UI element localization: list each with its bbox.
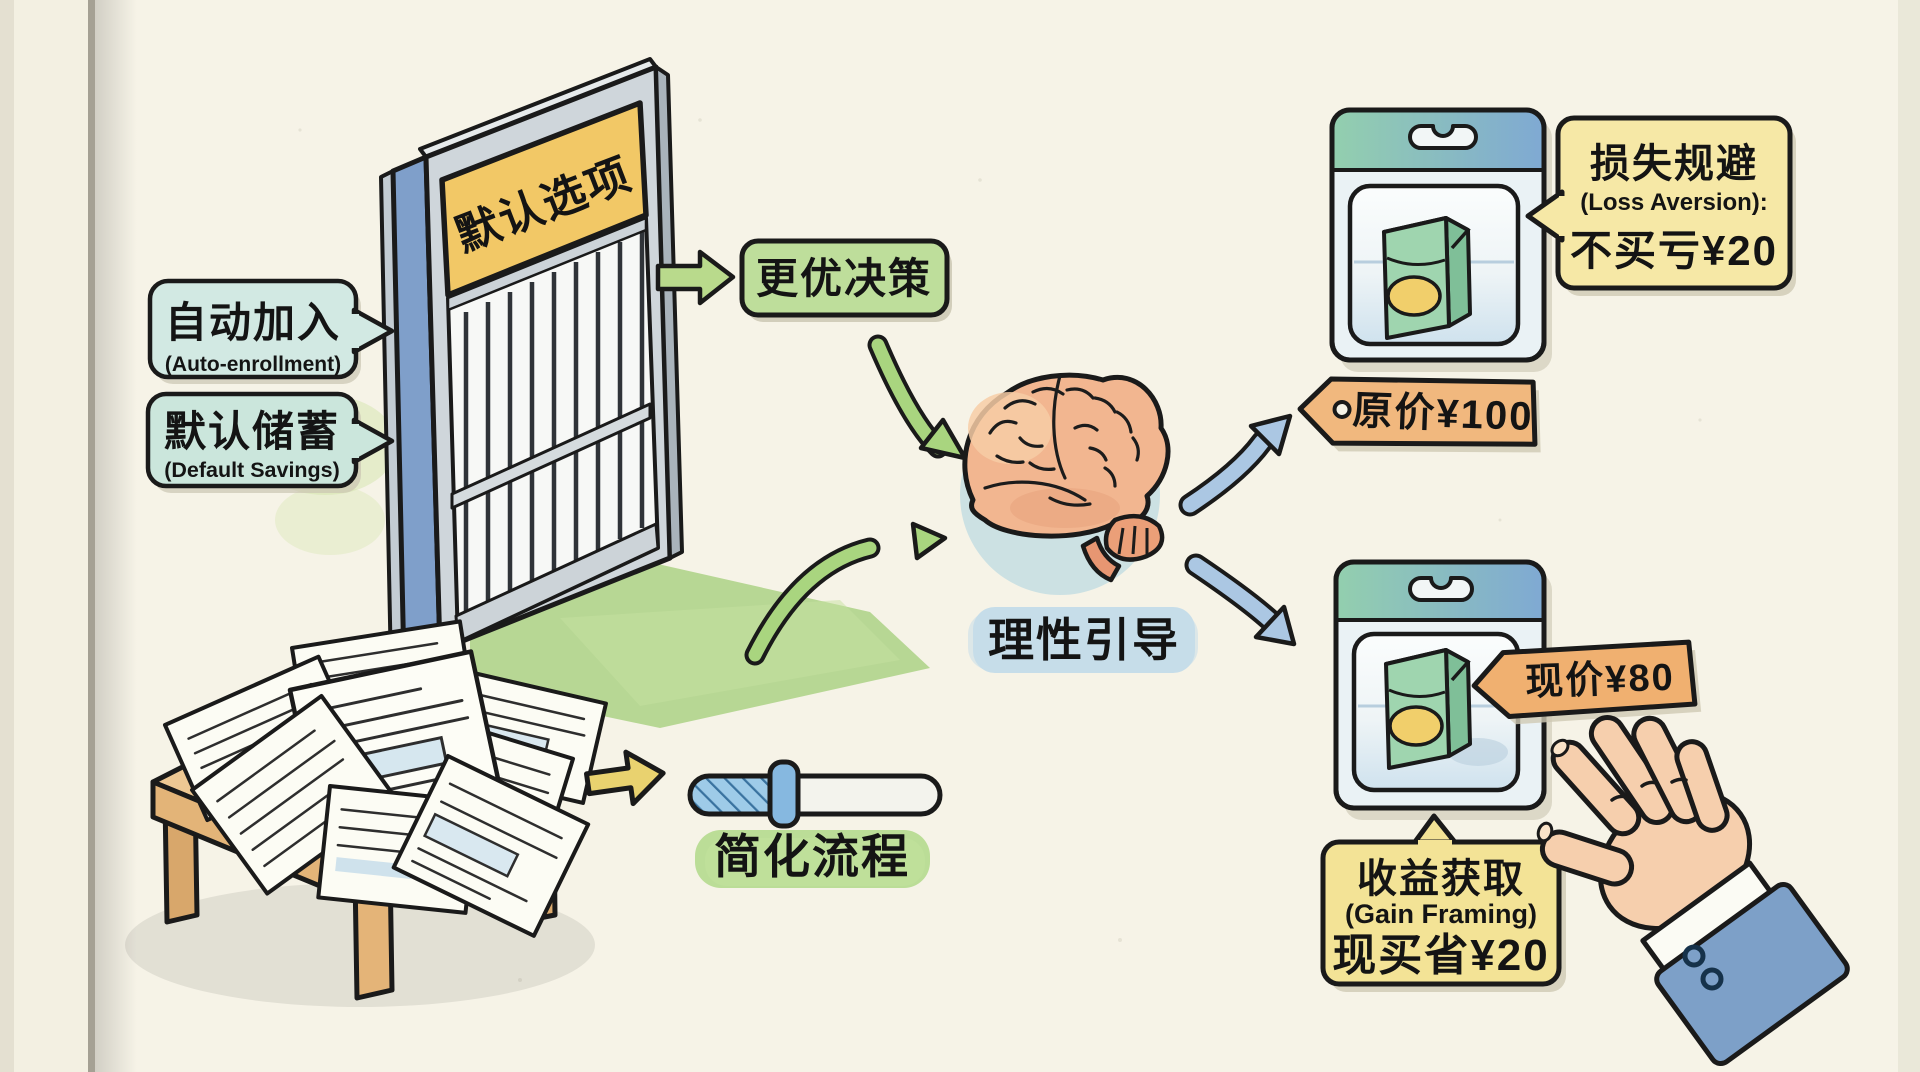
product-box-icon [1382,216,1472,340]
simplify-process-label: 简化流程 [714,830,910,883]
gain-framing-zh: 收益获取 [1357,857,1525,901]
arrow-brain-to-current [1184,553,1297,647]
gate-bars [463,232,645,620]
fingernail [1536,821,1554,843]
arrow-decision-to-brain [867,334,968,461]
cuff-button [1682,944,1706,968]
product-box-icon [1384,648,1472,770]
hand-illustration [1536,715,1850,1067]
package-original [1329,107,1552,372]
cuff-button [1700,967,1724,991]
thumb [1539,829,1635,887]
scattered-papers [163,619,608,938]
arrow-process-to-brain [744,521,948,666]
rational-guidance-label: 理性引导 [988,614,1180,666]
gain-framing-value: 现买省¥20 [1332,931,1549,980]
better-decision-box: 更优决策 [739,238,952,322]
hang-slot [1408,576,1474,602]
original-price-tag: 原价¥100 [1297,376,1541,453]
loss-aversion-note: 损失规避 (Loss Aversion): 不买亏¥20 [1525,115,1796,296]
auto-enroll-label-en: (Auto-enrollment) [165,353,341,376]
slider-handle[interactable] [767,759,801,829]
brain-stem [1080,535,1122,583]
better-decision-label: 更优决策 [756,255,932,302]
gain-framing-note: 收益获取 (Gain Framing) 现买省¥20 [1320,813,1566,992]
package-current [1333,559,1552,820]
slider-track[interactable] [687,773,943,817]
arrow-gate-to-decision [655,249,736,306]
binding-line [88,0,95,1072]
hang-slot [1408,124,1478,150]
gate-sign [439,100,649,298]
arrow-table-to-slider [584,749,666,807]
finger [1674,739,1730,833]
slider-fill [690,776,778,814]
default-savings-label-en: (Default Savings) [164,458,340,482]
knuckle-lines [1610,777,1688,802]
loss-aversion-en: (Loss Aversion): [1580,189,1768,216]
page-edge-left [0,0,14,1072]
rational-guidance-box [973,607,1195,673]
suit-sleeve [1654,881,1850,1067]
brain-illustration: 理性引导 [960,372,1198,673]
original-price-label: 原价¥100 [1352,389,1534,439]
loss-aversion-zh: 损失规避 [1590,142,1758,186]
arrow-brain-to-original [1178,413,1293,517]
gate-mid-rail [450,402,652,510]
bubble-auto-enrollment: 自动加入 (Auto-enrollment) [147,278,395,384]
gate-illustration: 默认选项 [379,57,684,672]
tag-hole [1332,399,1352,419]
current-price-tag: 现价¥80 [1471,639,1702,725]
current-price-label: 现价¥80 [1525,657,1676,704]
simplify-process-highlight: 简化流程 [695,830,930,888]
default-savings-label-zh: 默认储蓄 [164,408,340,455]
fingernail [1550,738,1570,758]
auto-enroll-label-zh: 自动加入 [165,299,341,346]
process-slider [687,759,943,829]
brain-gyri [983,374,1140,507]
loss-aversion-value: 不买亏¥20 [1570,227,1778,274]
gain-framing-en: (Gain Framing) [1345,899,1537,929]
page-edge-right [1898,0,1920,1072]
paperwork-table [125,619,608,1007]
bubble-default-savings: 默认储蓄 (Default Savings) [145,391,395,493]
